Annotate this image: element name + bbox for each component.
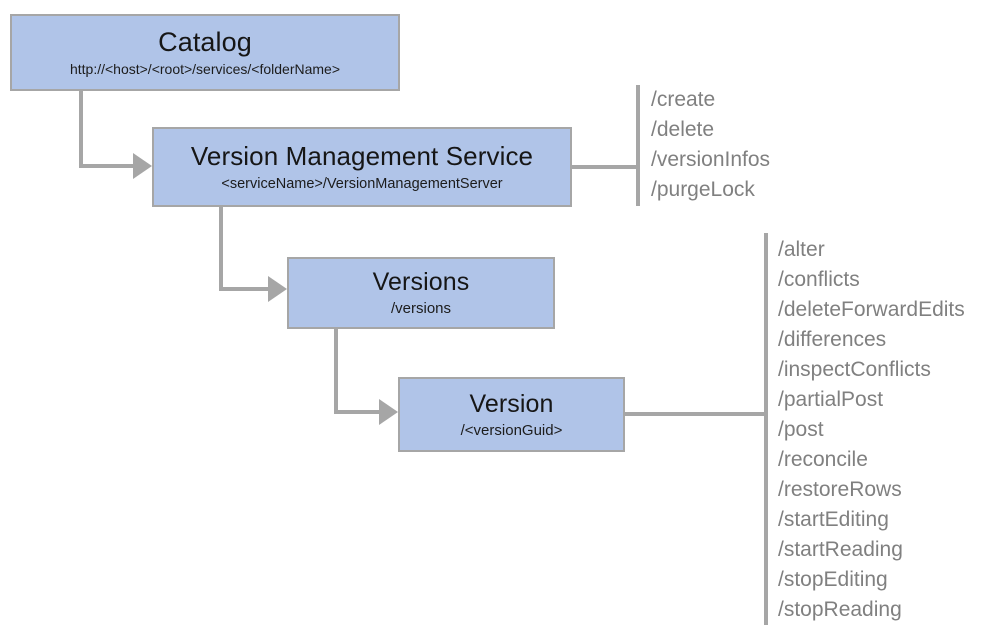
operation-item[interactable]: /startReading <box>778 538 903 561</box>
operation-item[interactable]: /stopEditing <box>778 568 888 591</box>
operation-item[interactable]: /stopReading <box>778 598 902 621</box>
operation-item[interactable]: /purgeLock <box>651 178 755 201</box>
connector-catalog-to-service-vertical <box>79 91 83 168</box>
bracket-version-operations <box>764 233 768 625</box>
operation-item[interactable]: /create <box>651 88 716 111</box>
operation-item[interactable]: /delete <box>651 118 715 141</box>
node-version-management-service-subtitle: <serviceName>/VersionManagementServer <box>221 175 503 192</box>
connector-versions-to-version-arrowhead <box>379 399 398 425</box>
operation-list-service: /create/delete/versionInfos/purgeLock <box>651 85 770 205</box>
operation-item[interactable]: /differences <box>778 328 887 351</box>
operation-item[interactable]: /post <box>778 418 824 441</box>
node-version[interactable]: Version /<versionGuid> <box>398 377 625 452</box>
operation-item[interactable]: /deleteForwardEdits <box>778 298 965 321</box>
operation-list-version: /alter/conflicts/deleteForwardEdits/diff… <box>778 235 965 625</box>
connector-service-to-versions-arrowhead <box>268 276 287 302</box>
connector-service-to-versions-horizontal <box>219 287 269 291</box>
connector-versions-to-version-vertical <box>334 329 338 414</box>
node-version-management-service[interactable]: Version Management Service <serviceName>… <box>152 127 572 207</box>
node-catalog-title: Catalog <box>158 27 252 58</box>
node-versions-title: Versions <box>372 268 470 297</box>
connector-catalog-to-service-arrowhead <box>133 153 152 179</box>
operation-item[interactable]: /restoreRows <box>778 478 902 501</box>
operation-item[interactable]: /reconcile <box>778 448 868 471</box>
node-version-subtitle: /<versionGuid> <box>460 421 563 439</box>
operation-item[interactable]: /conflicts <box>778 268 860 291</box>
node-versions[interactable]: Versions /versions <box>287 257 555 329</box>
operation-item[interactable]: /versionInfos <box>651 148 771 171</box>
connector-service-to-operations-line <box>572 165 638 169</box>
connector-catalog-to-service-horizontal <box>79 164 134 168</box>
operation-item[interactable]: /alter <box>778 238 825 261</box>
connector-service-to-versions-vertical <box>219 207 223 291</box>
connector-versions-to-version-horizontal <box>334 410 380 414</box>
connector-version-to-operations-line <box>625 412 766 416</box>
node-versions-subtitle: /versions <box>390 300 452 318</box>
node-version-management-service-title: Version Management Service <box>190 140 534 171</box>
operation-item[interactable]: /inspectConflicts <box>778 358 931 381</box>
operation-item[interactable]: /partialPost <box>778 388 884 411</box>
node-version-title: Version <box>469 389 554 418</box>
bracket-service-operations <box>636 85 640 206</box>
node-catalog-subtitle: http://<host>/<root>/services/<folderNam… <box>69 61 341 78</box>
node-catalog[interactable]: Catalog http://<host>/<root>/services/<f… <box>10 14 400 91</box>
operation-item[interactable]: /startEditing <box>778 508 889 531</box>
